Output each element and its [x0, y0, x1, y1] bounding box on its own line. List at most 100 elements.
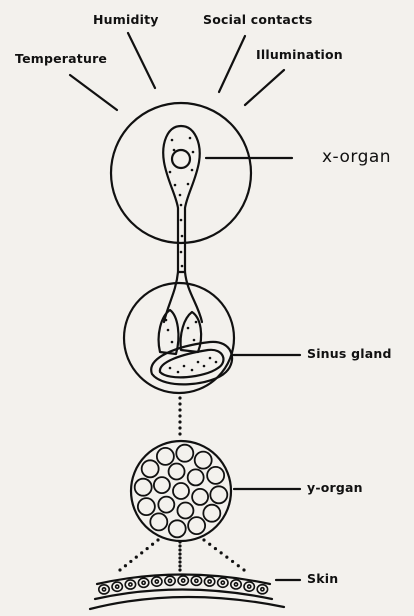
stipple-dot	[165, 319, 168, 322]
connector-dot	[129, 560, 132, 563]
humidity-pointer-line	[128, 33, 155, 88]
connector-dot	[231, 560, 234, 563]
stipple-dot	[197, 361, 200, 364]
y-organ-cell	[188, 469, 204, 485]
y-organ-cell	[192, 489, 208, 505]
skin-cell-nucleus	[261, 588, 264, 591]
stipple-dot	[180, 251, 183, 254]
skin-cell	[257, 585, 267, 594]
skin-cell	[204, 577, 214, 586]
axon-terminal-left	[159, 310, 179, 354]
y-organ-cell	[157, 448, 174, 465]
stipple-dots	[165, 137, 218, 374]
connector-dot	[178, 420, 181, 423]
x-organ-nucleus	[172, 150, 190, 168]
y-organ-cell	[188, 517, 205, 534]
y-organ-cells	[135, 445, 228, 538]
stipple-dot	[191, 369, 194, 372]
y-organ-cell	[203, 505, 220, 522]
skin-cell-nucleus	[208, 580, 211, 583]
connector-dot	[151, 543, 154, 546]
label-humidity: Humidity	[93, 12, 159, 27]
skin-cell-nucleus	[155, 580, 158, 583]
stipple-dot	[173, 149, 176, 152]
label-sinus-gland: Sinus gland	[307, 346, 392, 361]
y-organ-cell	[169, 520, 186, 537]
y-organ-cell	[150, 513, 167, 530]
stipple-dot	[209, 357, 212, 360]
skin-cell	[244, 582, 254, 591]
y-organ-cell	[142, 460, 159, 477]
stipple-dot	[169, 367, 172, 370]
skin-cell	[112, 582, 122, 591]
label-x-organ: x-organ	[322, 147, 391, 167]
connector-dot	[225, 556, 228, 559]
stipple-dot	[189, 137, 192, 140]
skin-cell-nucleus	[142, 581, 145, 584]
stipple-dot	[187, 183, 190, 186]
label-skin: Skin	[307, 571, 338, 586]
y-organ-cell	[195, 452, 212, 469]
sinus-gland-body	[151, 342, 232, 385]
x-organ-cell	[163, 126, 199, 272]
connector-dot	[118, 568, 121, 571]
skin-cell	[138, 578, 148, 587]
skin-cell-nucleus	[234, 583, 237, 586]
connector-dot	[178, 564, 181, 567]
label-illumination: Illumination	[256, 47, 343, 62]
connector-dot	[146, 547, 149, 550]
y-organ-cell	[135, 479, 152, 496]
connector-dot	[156, 538, 159, 541]
connector-dot	[135, 556, 138, 559]
stipple-dot	[187, 327, 190, 330]
y-organ-outline	[131, 441, 231, 541]
connector-dot	[220, 551, 223, 554]
y-organ-cell	[173, 483, 189, 499]
connector-dot	[178, 548, 181, 551]
eyestalk-circle	[111, 103, 251, 243]
stipple-dot	[203, 365, 206, 368]
y-organ-cell	[207, 467, 224, 484]
y-organ-cell	[177, 503, 193, 519]
social-contacts-pointer-line	[219, 36, 245, 92]
connector-dot	[178, 402, 181, 405]
skin-cell-nucleus	[129, 583, 132, 586]
stipple-dot	[179, 194, 182, 197]
connector-dot	[178, 556, 181, 559]
y-organ-cell	[176, 445, 193, 462]
label-y-organ: y-organ	[307, 480, 363, 495]
temperature-pointer-line	[70, 75, 117, 110]
label-temperature: Temperature	[15, 51, 107, 66]
stipple-dot	[180, 219, 183, 222]
skin-cell-nucleus	[116, 585, 119, 588]
connector-dot	[178, 426, 181, 429]
connector-dot	[178, 560, 181, 563]
stipple-dot	[171, 139, 174, 142]
connector-dot	[140, 551, 143, 554]
connector-dot	[178, 396, 181, 399]
skin-cell-nucleus	[182, 579, 185, 582]
stipple-dot	[192, 151, 195, 154]
skin-cell-nucleus	[248, 585, 251, 588]
skin-cell-nucleus	[168, 579, 171, 582]
skin-cell-nucleus	[102, 588, 105, 591]
connector-dot	[208, 543, 211, 546]
connector-dot	[178, 568, 181, 571]
stipple-dot	[180, 204, 183, 207]
skin-cell-nucleus	[195, 579, 198, 582]
connector-dot	[178, 414, 181, 417]
connector-dot	[214, 547, 217, 550]
connector-dot	[178, 544, 181, 547]
skin-cell	[231, 580, 241, 589]
stipple-dot	[167, 329, 170, 332]
stipple-dot	[174, 184, 177, 187]
illumination-pointer-line	[245, 70, 284, 105]
y-organ-cell	[154, 477, 170, 493]
connector-dot	[242, 568, 245, 571]
skin-outer-curve	[90, 597, 284, 609]
skin-cell-nucleus	[221, 581, 224, 584]
stipple-dot	[181, 235, 184, 238]
y-organ-cell	[169, 463, 185, 479]
